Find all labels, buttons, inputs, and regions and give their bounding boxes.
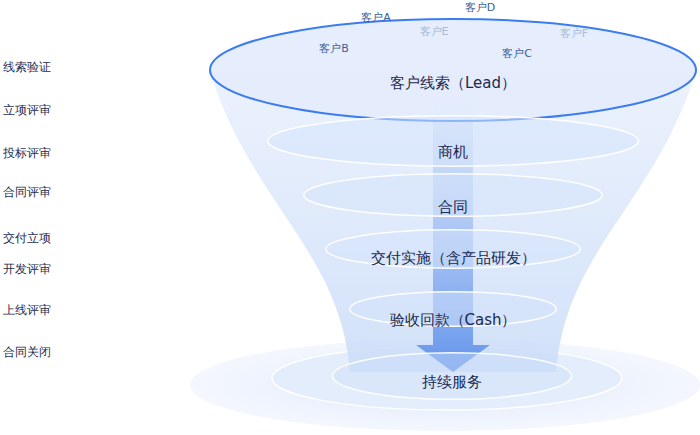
stage-band: 验收回款（Cash） — [349, 291, 557, 327]
stage-label: 商机 — [267, 142, 639, 162]
customer-label: 客户F — [560, 27, 588, 41]
review-step: 投标评审 — [3, 145, 51, 161]
lead-ellipse: 客户线索（Lead） — [209, 18, 697, 122]
review-step: 交付立项 — [3, 230, 51, 246]
review-step: 合同关闭 — [3, 344, 51, 360]
review-step: 立项评审 — [3, 102, 51, 118]
customer-label: 客户C — [502, 47, 532, 61]
stage-label: 交付实施（含产品研发） — [325, 248, 581, 268]
stage-band: 商机 — [267, 115, 639, 167]
node-ellipse — [326, 230, 581, 269]
platform — [190, 339, 700, 431]
customer-label: 客户B — [319, 42, 349, 56]
stage-label: 客户线索（Lead） — [209, 73, 697, 93]
stage-band: 合同 — [303, 173, 603, 217]
node-ellipse — [210, 19, 696, 121]
node-ellipse — [268, 116, 639, 167]
stage-label: 持续服务 — [332, 372, 572, 392]
customer-label: 客户A — [361, 11, 391, 25]
node-outline — [209, 18, 697, 122]
platform-inner — [272, 346, 622, 410]
stage-label: 验收回款（Cash） — [349, 310, 557, 330]
customer-label: 客户D — [465, 1, 495, 15]
review-step: 上线评审 — [3, 302, 51, 318]
service-platform: 持续服务 — [332, 352, 572, 400]
node-ellipse — [333, 353, 572, 400]
stage-label: 合同 — [303, 197, 603, 217]
customer-label: 客户E — [420, 25, 449, 39]
stage-band: 交付实施（含产品研发） — [325, 229, 581, 269]
review-step: 开发评审 — [3, 261, 51, 277]
node-ellipse — [304, 174, 603, 217]
review-step: 线索验证 — [3, 59, 51, 75]
review-step: 合同评审 — [3, 184, 51, 200]
funnel-body — [210, 72, 696, 372]
